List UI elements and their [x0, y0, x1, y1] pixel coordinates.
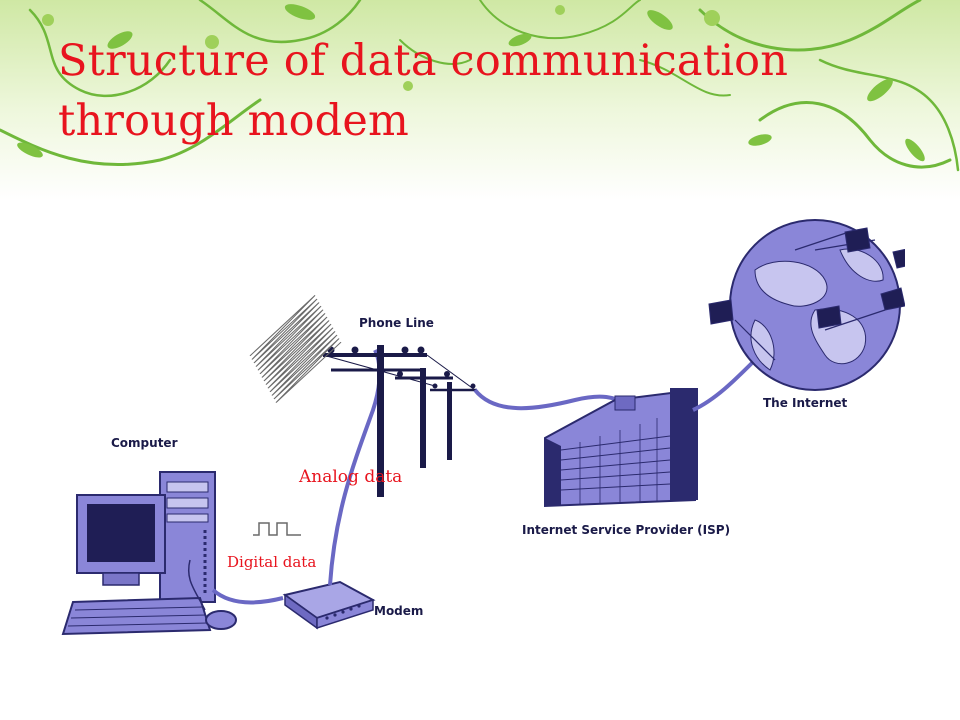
annotation-analog-data: Analog data — [299, 467, 403, 487]
globe-icon — [708, 219, 905, 391]
label-internet: The Internet — [763, 396, 848, 410]
computer-modem-cable — [211, 588, 284, 605]
computer-icon — [61, 471, 237, 636]
label-computer: Computer — [111, 436, 178, 450]
isp-line — [473, 388, 632, 411]
decorative-leaf-banner — [0, 0, 960, 200]
isp-building-icon — [544, 388, 698, 508]
analog-wave-icon — [249, 295, 342, 403]
label-isp: Internet Service Provider (ISP) — [522, 523, 731, 537]
slide-title-line-1: Structure of data communication — [58, 36, 789, 86]
slide-title-line-2: through modem — [58, 96, 410, 146]
label-phone-line: Phone Line — [359, 316, 434, 330]
modem-icon — [282, 580, 376, 630]
annotation-digital-data: Digital data — [227, 553, 317, 571]
label-modem: Modem — [374, 604, 424, 618]
phone-pole-icon — [322, 345, 477, 497]
digital-wave-icon — [253, 522, 301, 536]
internet-line — [692, 358, 757, 412]
modem-communication-diagram: Phone Line Computer The Internet Interne… — [55, 210, 905, 640]
